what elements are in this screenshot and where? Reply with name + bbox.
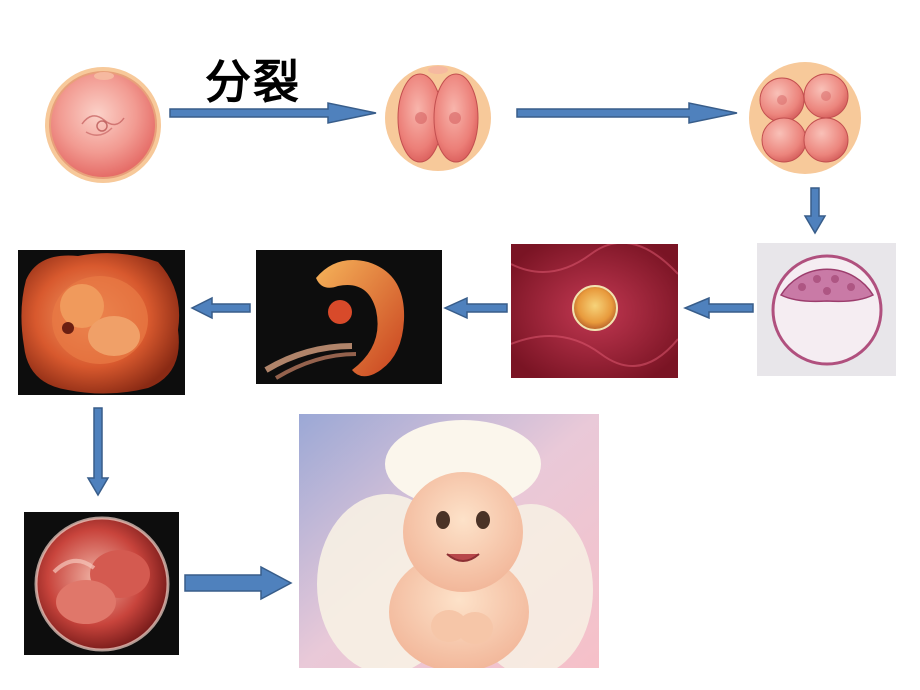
arrow-right xyxy=(169,102,377,124)
arrow-left xyxy=(683,296,754,320)
stage-late-fetus xyxy=(24,512,179,655)
arrow-down xyxy=(86,407,110,497)
stage-early-embryo xyxy=(256,250,442,384)
stage-four-cell xyxy=(749,62,861,174)
arrow-left xyxy=(443,296,508,320)
arrow-right xyxy=(516,102,738,124)
stage-baby xyxy=(299,414,599,668)
stage-blastocyst xyxy=(757,243,896,376)
stage-fetus-in-sac xyxy=(18,250,185,395)
arrow-down xyxy=(803,187,827,235)
arrow-left xyxy=(190,296,251,320)
stage-two-cell xyxy=(385,65,491,171)
stage-implanted-embryo xyxy=(511,244,678,378)
arrow-right xyxy=(184,565,293,601)
stage-fertilized-egg xyxy=(45,67,161,183)
division-label: 分裂 xyxy=(205,55,301,109)
